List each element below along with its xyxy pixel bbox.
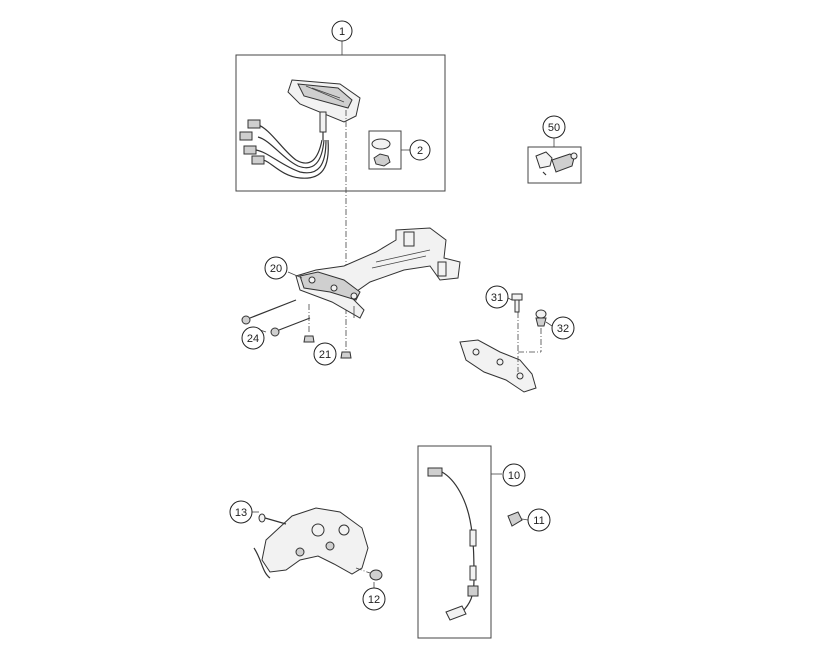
clip-part[interactable] bbox=[507, 511, 523, 527]
mounting-bracket-part[interactable] bbox=[459, 312, 542, 393]
disc-nut-part[interactable] bbox=[355, 567, 383, 581]
seal-ring-part[interactable] bbox=[368, 130, 410, 170]
svg-text:32: 32 bbox=[557, 323, 569, 335]
svg-text:1: 1 bbox=[339, 26, 345, 38]
callout-2[interactable]: 2 bbox=[409, 139, 431, 161]
holder-bracket-part[interactable] bbox=[295, 227, 461, 319]
callout-11[interactable]: 11 bbox=[527, 508, 551, 532]
svg-text:21: 21 bbox=[319, 349, 331, 361]
callout-31[interactable]: 31 bbox=[485, 285, 509, 309]
bolt-part[interactable] bbox=[511, 293, 523, 313]
group-box-sensor bbox=[417, 445, 502, 639]
callout-50[interactable]: 50 bbox=[542, 115, 566, 139]
svg-text:24: 24 bbox=[247, 333, 259, 345]
callout-12[interactable]: 12 bbox=[362, 587, 386, 611]
wiring-harness bbox=[239, 119, 329, 179]
svg-text:20: 20 bbox=[270, 263, 282, 275]
callout-32[interactable]: 32 bbox=[551, 316, 575, 340]
svg-text:2: 2 bbox=[417, 145, 423, 157]
screws-part[interactable] bbox=[241, 299, 311, 337]
nuts-part[interactable] bbox=[303, 304, 352, 359]
callout-13[interactable]: 13 bbox=[229, 500, 253, 524]
group-box-speedometer bbox=[235, 41, 446, 192]
switch-part[interactable] bbox=[535, 151, 578, 176]
svg-text:10: 10 bbox=[508, 470, 520, 482]
callout-10[interactable]: 10 bbox=[502, 463, 526, 487]
callout-24[interactable]: 24 bbox=[241, 326, 265, 350]
disc-screw-part[interactable] bbox=[258, 513, 287, 525]
svg-text:13: 13 bbox=[235, 507, 247, 519]
group-box-switch bbox=[527, 138, 582, 184]
callout-1[interactable]: 1 bbox=[331, 20, 353, 42]
brake-disc-part[interactable] bbox=[253, 507, 369, 579]
svg-text:11: 11 bbox=[533, 515, 544, 527]
svg-text:12: 12 bbox=[368, 594, 380, 606]
callout-21[interactable]: 21 bbox=[313, 342, 337, 366]
speedometer-part[interactable] bbox=[287, 79, 361, 140]
grommet-part[interactable] bbox=[535, 309, 547, 327]
svg-text:50: 50 bbox=[548, 122, 560, 134]
sensor-cable-part[interactable] bbox=[427, 467, 479, 621]
svg-text:31: 31 bbox=[491, 292, 503, 304]
callout-20[interactable]: 20 bbox=[264, 256, 288, 280]
